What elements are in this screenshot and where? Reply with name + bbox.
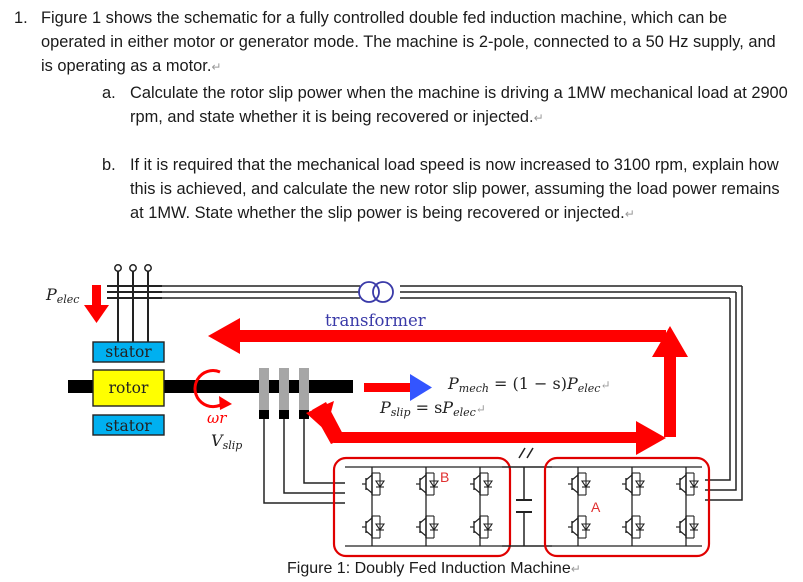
part-label: a. xyxy=(102,84,116,102)
power-flow-arrow xyxy=(208,318,688,455)
question-text: Figure 1 shows the schematic for a fully… xyxy=(41,9,776,75)
converter-b xyxy=(332,456,512,558)
dc-link xyxy=(502,447,552,547)
converter-b-label: B xyxy=(440,469,449,485)
converter-a xyxy=(543,456,711,558)
stator-top-label: stator xyxy=(105,343,152,361)
rotor-label: rotor xyxy=(109,379,149,397)
part-text: If it is required that the mechanical lo… xyxy=(130,156,780,222)
stator-bottom-label: stator xyxy=(105,417,152,435)
part-label: b. xyxy=(102,156,116,174)
supply-terminals xyxy=(114,264,152,272)
stator-feed-lines xyxy=(107,271,162,342)
converter-a-label: A xyxy=(591,499,601,515)
figure-caption: Figure 1: Doubly Fed Induction Machine↵ xyxy=(287,560,581,577)
paragraph-mark: ↵ xyxy=(533,111,544,125)
omega-label: ωr xyxy=(207,409,227,427)
paragraph-mark: ↵ xyxy=(624,207,635,221)
transformer-icon xyxy=(358,281,394,303)
stator-bottom-block xyxy=(92,414,165,436)
transformer-label: transformer xyxy=(325,311,426,330)
rotation-arrow-icon xyxy=(193,369,232,410)
paragraph-mark: ↵ xyxy=(211,60,222,74)
p-elec-label: Pelec xyxy=(45,285,79,306)
grid-side-wiring xyxy=(162,285,743,501)
rotor-block xyxy=(92,369,165,407)
slip-power-equation: Pslip = sPelec↵ xyxy=(379,398,486,419)
question-number: 1. xyxy=(14,9,28,27)
v-slip-label: Vslip xyxy=(211,431,242,452)
slip-rings xyxy=(259,368,309,419)
p-elec-arrow xyxy=(84,285,109,323)
rotor-side-wiring xyxy=(263,419,345,504)
mech-power-equation: Pmech = (1 − s)Pelec↵ xyxy=(447,374,611,395)
part-text: Calculate the rotor slip power when the … xyxy=(130,84,788,126)
stator-top-block xyxy=(92,341,165,363)
mech-power-arrow xyxy=(364,374,432,401)
